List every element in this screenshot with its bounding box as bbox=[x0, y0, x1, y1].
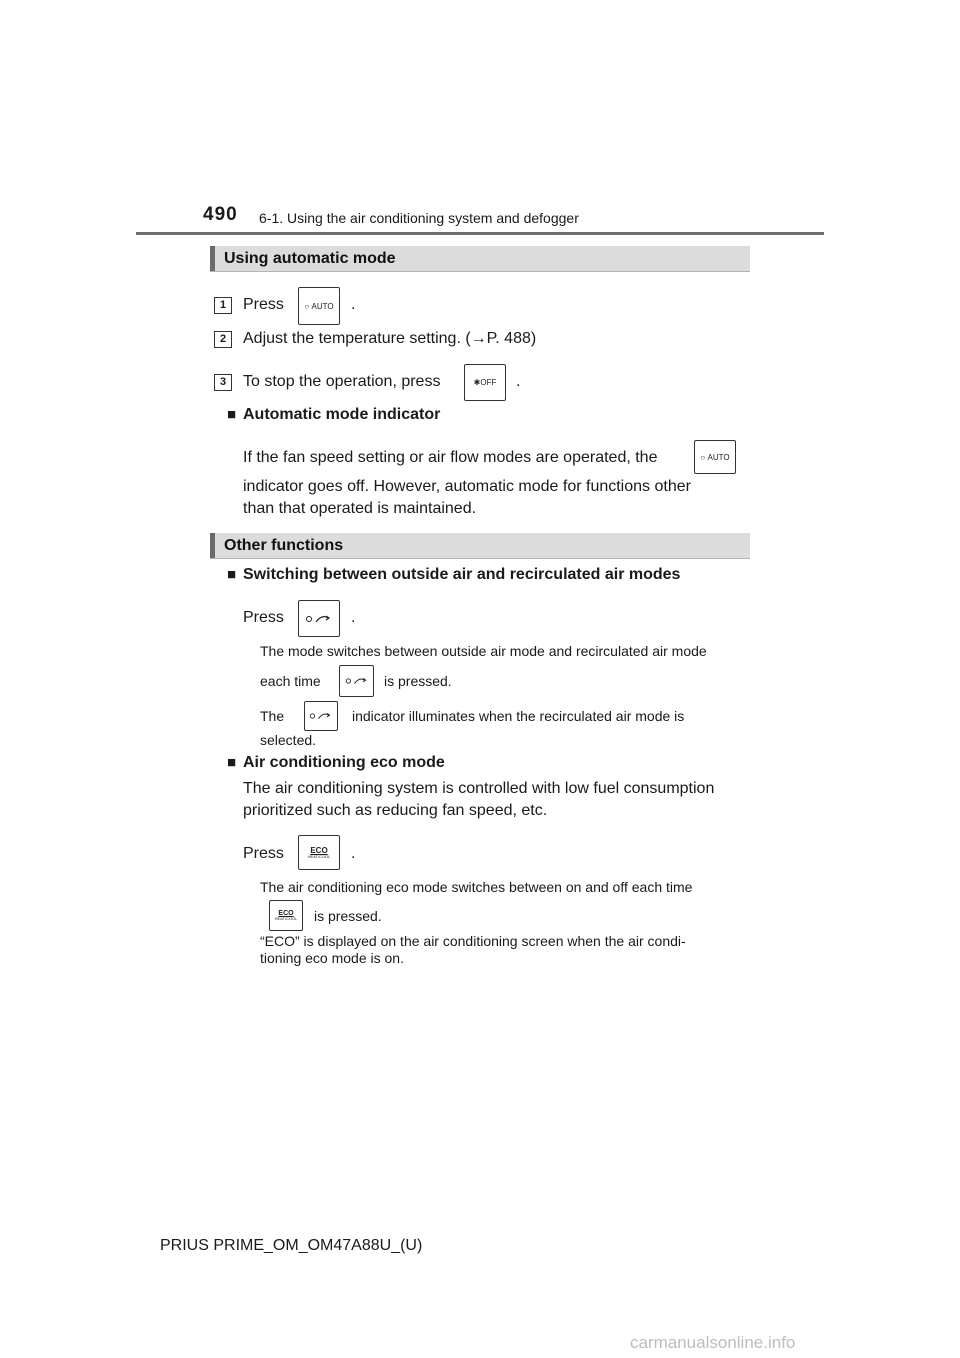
section-bar-title: Using automatic mode bbox=[224, 250, 396, 267]
step-3-period: . bbox=[516, 373, 521, 390]
eco-button-icon: ECO HEAT/COOL bbox=[269, 900, 303, 931]
step-3-text: To stop the operation, press bbox=[243, 373, 441, 390]
switching-note-1: The mode switches between outside air mo… bbox=[260, 643, 707, 659]
bullet-square-icon: ■ bbox=[227, 754, 237, 771]
bullet-square-icon: ■ bbox=[227, 406, 237, 423]
eco-press-text: Press bbox=[243, 845, 284, 862]
indicator-line-2: indicator goes off. However, automatic m… bbox=[243, 478, 691, 495]
bullet-square-icon: ■ bbox=[227, 566, 237, 583]
indicator-line-3: than that operated is maintained. bbox=[243, 500, 477, 517]
step-2-text: Adjust the temperature setting. (→P. 488… bbox=[243, 330, 537, 347]
recirculate-button-icon bbox=[298, 600, 340, 637]
eco-button-icon: ECO HEAT/COOL bbox=[298, 835, 340, 870]
step-1-text: Press bbox=[243, 296, 284, 313]
step-number-3: 3 bbox=[214, 374, 232, 391]
step-number-2: 2 bbox=[214, 331, 232, 348]
eco-note-4: tioning eco mode is on. bbox=[260, 950, 404, 966]
recirculate-button-icon bbox=[304, 701, 338, 731]
watermark: carmanualsonline.info bbox=[630, 1333, 796, 1352]
section-bar-other: Other functions bbox=[210, 533, 750, 559]
recirculate-icon bbox=[306, 615, 331, 622]
auto-button-icon: ○ AUTO bbox=[298, 287, 340, 325]
eco-line-1: The air conditioning system is controlle… bbox=[243, 780, 715, 797]
switching-press-text: Press bbox=[243, 609, 284, 626]
document-code: PRIUS PRIME_OM_OM47A88U_(U) bbox=[160, 1237, 423, 1254]
switching-period: . bbox=[351, 609, 356, 626]
eco-note-2: is pressed. bbox=[314, 908, 382, 924]
step-number-1: 1 bbox=[214, 297, 232, 314]
eco-note-1: The air conditioning eco mode switches b… bbox=[260, 879, 693, 895]
switching-note-3-after: indicator illuminates when the recircula… bbox=[352, 708, 685, 724]
recirculate-button-icon bbox=[339, 665, 374, 697]
eco-line-2: prioritized such as reducing fan speed, … bbox=[243, 802, 548, 819]
eco-period: . bbox=[351, 845, 356, 862]
step-1-period: . bbox=[351, 296, 356, 313]
section-bar-title: Other functions bbox=[224, 537, 344, 554]
switching-heading: Switching between outside air and recirc… bbox=[243, 566, 681, 583]
auto-button-icon: ○ AUTO bbox=[694, 440, 736, 474]
page-number: 490 bbox=[203, 204, 238, 225]
indicator-heading: Automatic mode indicator bbox=[243, 406, 441, 423]
switching-note-4: selected. bbox=[260, 732, 317, 748]
switching-note-2-before: each time bbox=[260, 673, 321, 689]
switching-note-3-before: The bbox=[260, 708, 285, 724]
eco-note-3: “ECO” is displayed on the air conditioni… bbox=[260, 933, 686, 949]
section-title: 6-1. Using the air conditioning system a… bbox=[259, 210, 579, 226]
recirculate-icon bbox=[309, 713, 331, 719]
eco-heading: Air conditioning eco mode bbox=[243, 754, 445, 771]
header-rule bbox=[136, 232, 824, 235]
off-button-icon: ✱OFF bbox=[464, 364, 506, 401]
section-bar-automatic: Using automatic mode bbox=[210, 246, 750, 272]
indicator-line-1: If the fan speed setting or air flow mod… bbox=[243, 449, 658, 466]
recirculate-icon bbox=[345, 678, 366, 684]
switching-note-2-after: is pressed. bbox=[384, 673, 452, 689]
